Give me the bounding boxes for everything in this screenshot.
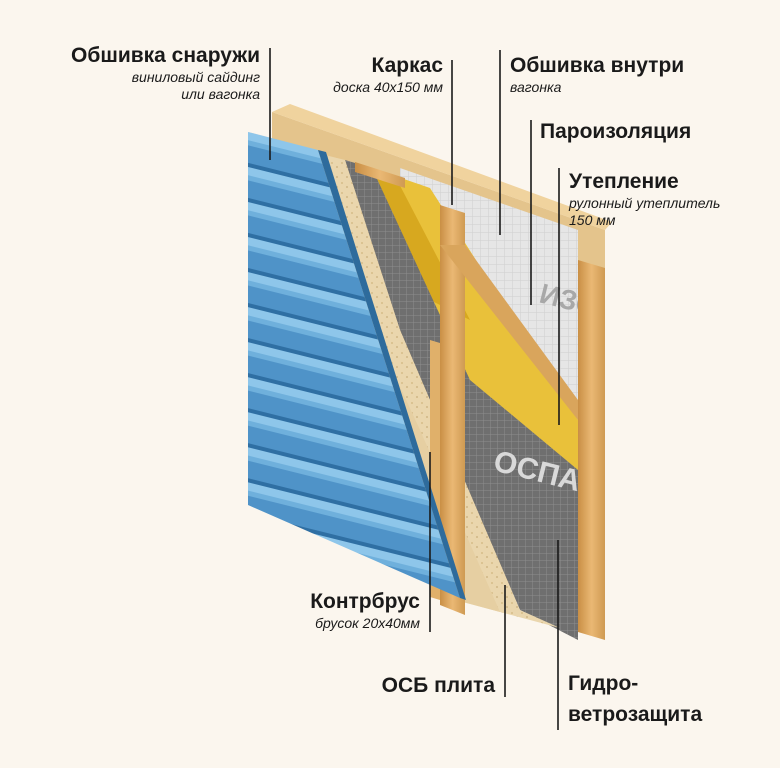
inner-cladding-title: Обшивка внутри [510, 54, 685, 77]
insulation-sub2: 150 мм [569, 212, 616, 229]
frame-sub: доска 40х150 мм [333, 79, 443, 96]
vapor-barrier-title: Пароизоляция [540, 120, 692, 143]
label-inner-cladding: Обшивка внутри вагонка [510, 54, 770, 95]
label-outer-cladding: Обшивка снаружи виниловый сайдинг или ва… [20, 44, 260, 103]
outer-cladding-title: Обшивка снаружи [71, 44, 260, 67]
wind-protection-title1: Гидро- [568, 672, 639, 695]
outer-cladding-sub2: или вагонка [181, 86, 260, 103]
frame-diagonal-board [440, 245, 578, 420]
label-wind-protection: Гидро- ветрозащита [568, 672, 768, 726]
frame-stud-right [578, 260, 605, 640]
wind-protection-title2: ветрозащита [568, 703, 703, 727]
frame-stud-top [355, 162, 405, 188]
counter-batten-sub: брусок 20х40мм [315, 615, 420, 632]
siding-edge-shadow [318, 150, 466, 600]
label-insulation: Утепление рулонный утеплитель 150 мм [569, 170, 774, 229]
vinyl-siding-panel [248, 132, 460, 598]
frame-title: Каркас [371, 54, 443, 77]
label-osb: ОСБ плита [320, 674, 495, 697]
inner-cladding-top-edge [272, 104, 612, 230]
counter-batten-title: Контрбрус [310, 590, 420, 613]
label-vapor-barrier: Пароизоляция [540, 120, 770, 143]
insulation-sub1: рулонный утеплитель [569, 195, 721, 212]
outer-cladding-sub1: виниловый сайдинг [131, 69, 260, 86]
osb-title: ОСБ плита [381, 674, 495, 697]
frame-stud-center [440, 205, 465, 615]
label-frame: Каркас доска 40х150 мм [300, 54, 443, 95]
insulation-title: Утепление [569, 170, 679, 193]
inner-cladding-sub: вагонка [510, 79, 562, 96]
label-counter-batten: Контрбрус брусок 20х40мм [240, 590, 420, 631]
